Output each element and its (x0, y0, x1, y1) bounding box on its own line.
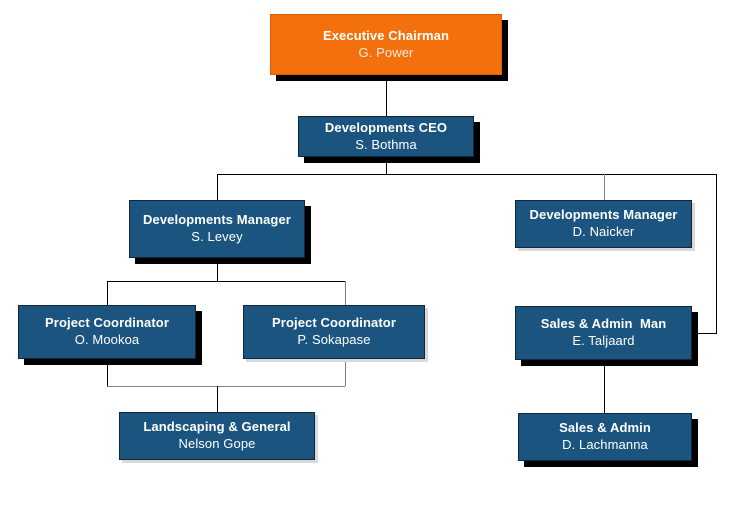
connector-bus-to-naicker (604, 174, 605, 200)
connector-landscaping-bus (107, 386, 345, 387)
node-sales-admin-manager[interactable]: Sales & Admin Man E. Taljaard (515, 306, 692, 360)
connector-levey-stem (217, 258, 218, 281)
node-person: P. Sokapase (297, 332, 371, 347)
connector-bus-to-mookoa (107, 281, 108, 305)
node-title: Executive Chairman (322, 27, 450, 43)
node-person: G. Power (358, 44, 414, 60)
connector-coordinator-bus (107, 281, 345, 282)
connector-chairman-to-ceo (386, 75, 387, 116)
node-title: Sales & Admin Man (540, 316, 667, 332)
node-developments-manager-naicker[interactable]: Developments Manager D. Naicker (515, 200, 692, 248)
connector-bus-to-levey (217, 174, 218, 200)
connector-mookoa-stem (107, 359, 108, 386)
node-sales-admin[interactable]: Sales & Admin D. Lachmanna (518, 413, 692, 461)
node-person: D. Naicker (572, 224, 635, 239)
connector-bus-to-landscaping (217, 386, 218, 412)
node-developments-ceo[interactable]: Developments CEO S. Bothma (298, 116, 474, 157)
node-title: Sales & Admin (559, 420, 651, 436)
node-title: Developments Manager (143, 212, 291, 228)
node-person: Nelson Gope (178, 436, 256, 451)
node-project-coordinator-mookoa[interactable]: Project Coordinator O. Mookoa (18, 305, 196, 359)
connector-ceo-stem (386, 157, 387, 175)
node-developments-manager-levey[interactable]: Developments Manager S. Levey (129, 200, 305, 258)
node-project-coordinator-sokapase[interactable]: Project Coordinator P. Sokapase (243, 305, 425, 359)
node-landscaping-general[interactable]: Landscaping & General Nelson Gope (119, 412, 315, 460)
node-person: S. Bothma (355, 136, 417, 152)
connector-level2-bus (217, 174, 717, 175)
connector-bus-to-sales-admin-man-riser (716, 174, 717, 333)
node-person: E. Taljaard (572, 333, 635, 348)
connector-riser-to-sales-admin-man (692, 333, 717, 334)
node-person: S. Levey (191, 229, 243, 244)
node-title: Landscaping & General (143, 419, 291, 435)
node-title: Project Coordinator (45, 315, 169, 331)
node-person: D. Lachmanna (562, 437, 648, 452)
node-title: Developments Manager (529, 207, 678, 223)
node-title: Project Coordinator (272, 315, 396, 331)
connector-sokapase-stem (345, 359, 346, 386)
node-executive-chairman[interactable]: Executive Chairman G. Power (270, 14, 502, 75)
connector-sales-admin-man-to-sales-admin (604, 360, 605, 413)
connector-bus-to-sokapase (345, 281, 346, 305)
node-person: O. Mookoa (74, 332, 140, 347)
node-title: Developments CEO (324, 119, 448, 135)
